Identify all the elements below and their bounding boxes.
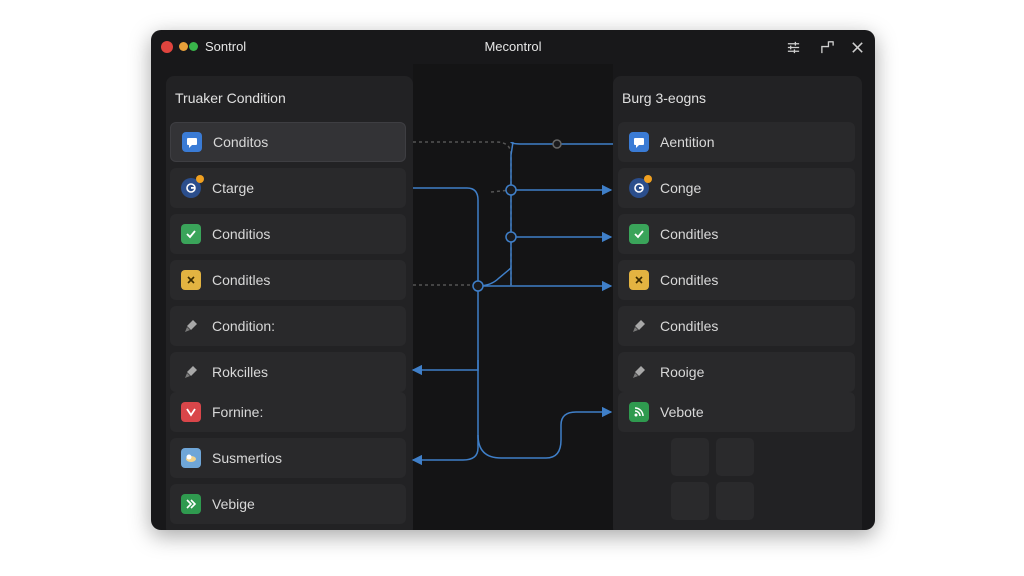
right-item-6[interactable]: Vebote xyxy=(618,392,855,432)
left-item-3[interactable]: Conditles xyxy=(170,260,406,300)
left-item-2[interactable]: Conditios xyxy=(170,214,406,254)
maximize-window-dot[interactable] xyxy=(189,42,198,51)
left-panel: Truaker Condition Conditos Ctarge Condit… xyxy=(166,76,413,530)
cloud-icon xyxy=(181,448,201,468)
calendar-check-icon xyxy=(629,224,649,244)
left-item-4[interactable]: Condition: xyxy=(170,306,406,346)
left-panel-title: Truaker Condition xyxy=(175,90,286,106)
item-label: Conditios xyxy=(212,226,271,242)
sliders-icon xyxy=(787,41,799,53)
calendar-check-icon xyxy=(181,224,201,244)
expand-button[interactable] xyxy=(816,36,838,58)
left-item-0[interactable]: Conditos xyxy=(170,122,406,162)
item-label: Conditles xyxy=(660,226,719,242)
close-icon xyxy=(851,41,863,53)
item-label: Conditles xyxy=(212,272,271,288)
app-window: Sontrol Mecontrol Truaker Condition Cond… xyxy=(151,30,875,530)
notification-dot xyxy=(196,175,204,183)
left-item-6[interactable]: Fornine: xyxy=(170,392,406,432)
right-item-0[interactable]: Aentition xyxy=(618,122,855,162)
rocket-icon xyxy=(629,362,649,382)
x-box-icon xyxy=(181,270,201,290)
item-label: Vebige xyxy=(212,496,255,512)
rocket-icon xyxy=(629,316,649,336)
minimize-window-dot[interactable] xyxy=(179,42,188,51)
item-label: Conditos xyxy=(213,134,269,150)
google-icon xyxy=(629,175,652,198)
item-label: Conditles xyxy=(660,272,719,288)
left-item-5[interactable]: Rokcilles xyxy=(170,352,406,392)
left-item-8[interactable]: Vebige xyxy=(170,484,406,524)
empty-slot[interactable] xyxy=(671,482,709,520)
notification-dot xyxy=(644,175,652,183)
close-window-dot[interactable] xyxy=(161,41,173,53)
app-name: Sontrol xyxy=(205,39,247,54)
right-item-1[interactable]: Conge xyxy=(618,168,855,208)
empty-slot[interactable] xyxy=(716,438,754,476)
chevron-down-icon xyxy=(181,402,201,422)
right-panel: Burg 3-eogns Aentition Conge Conditles C… xyxy=(613,76,862,530)
close-button[interactable] xyxy=(846,36,868,58)
title-bar: Sontrol Mecontrol xyxy=(151,30,875,64)
left-item-1[interactable]: Ctarge xyxy=(170,168,406,208)
item-label: Rooige xyxy=(660,364,705,380)
right-item-4[interactable]: Conditles xyxy=(618,306,855,346)
item-label: Rokcilles xyxy=(212,364,269,380)
arrows-icon xyxy=(181,494,201,514)
item-label: Aentition xyxy=(660,134,715,150)
expand-icon xyxy=(820,40,834,53)
right-item-3[interactable]: Conditles xyxy=(618,260,855,300)
chat-icon xyxy=(629,132,649,152)
item-label: Vebote xyxy=(660,404,704,420)
right-item-5[interactable]: Rooige xyxy=(618,352,855,392)
item-label: Fornine: xyxy=(212,404,264,420)
empty-slot[interactable] xyxy=(716,482,754,520)
chat-icon xyxy=(182,132,202,152)
item-label: Susmertios xyxy=(212,450,283,466)
right-item-2[interactable]: Conditles xyxy=(618,214,855,254)
item-label: Conditles xyxy=(660,318,719,334)
rocket-icon xyxy=(181,362,201,382)
empty-slot[interactable] xyxy=(671,438,709,476)
window-title: Mecontrol xyxy=(484,39,542,54)
feed-icon xyxy=(629,402,649,422)
filter-settings-button[interactable] xyxy=(782,36,804,58)
left-item-7[interactable]: Susmertios xyxy=(170,438,406,478)
google-icon xyxy=(181,175,204,198)
item-label: Condition: xyxy=(212,318,276,334)
right-panel-title: Burg 3-eogns xyxy=(622,90,707,106)
item-label: Ctarge xyxy=(212,180,255,196)
rocket-icon xyxy=(181,316,201,336)
x-box-icon xyxy=(629,270,649,290)
connection-canvas xyxy=(413,64,613,530)
item-label: Conge xyxy=(660,180,702,196)
